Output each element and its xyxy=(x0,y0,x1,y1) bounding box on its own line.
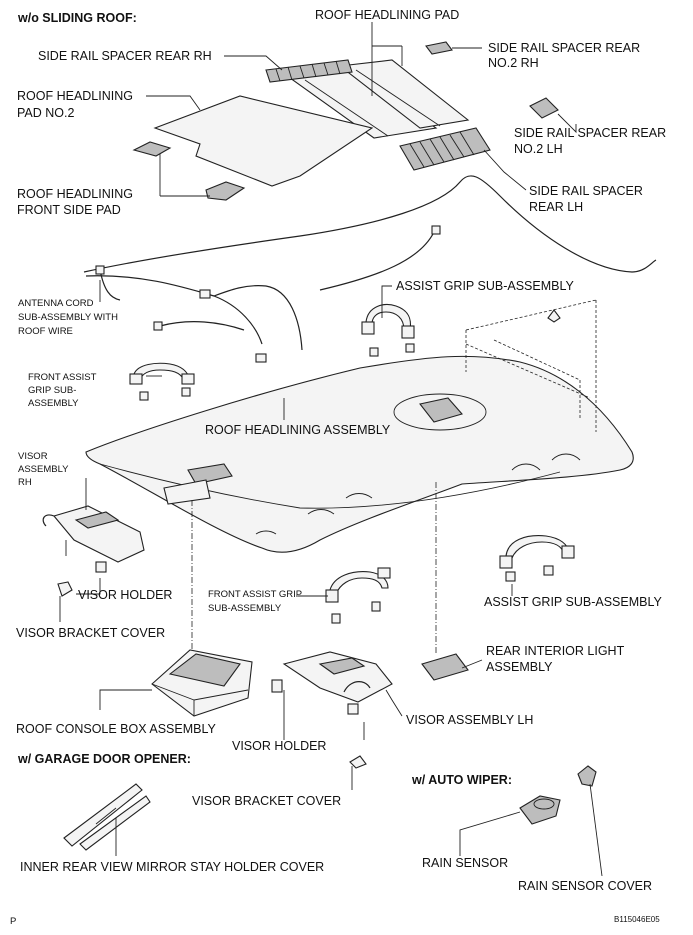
visor-assembly-rh xyxy=(42,505,145,597)
front-assist-grip-left xyxy=(129,362,195,401)
label-roof-headlining-pad: ROOF HEADLINING PAD xyxy=(315,8,459,22)
label-antenna-cord-line2: SUB-ASSEMBLY WITH xyxy=(18,312,118,323)
label-visor-assembly-rh: VISOR xyxy=(18,451,48,462)
assist-grip-right xyxy=(499,535,575,582)
label-front-assist-grip-mid-line2: SUB-ASSEMBLY xyxy=(208,603,282,614)
roof-console-box-assembly xyxy=(151,649,253,717)
label-side-rail-spacer-rear-rh: SIDE RAIL SPACER REAR RH xyxy=(38,49,212,63)
figure-code: B115046E05 xyxy=(614,915,660,924)
section-header-auto-wiper: w/ AUTO WIPER: xyxy=(411,773,512,787)
label-visor-assembly-rh-line3: RH xyxy=(18,477,32,488)
label-roof-headlining-front-side-pad-line2: FRONT SIDE PAD xyxy=(17,203,121,217)
label-rear-interior-light-line2: ASSEMBLY xyxy=(486,660,553,674)
roof-headlining-assembly xyxy=(85,355,634,553)
side-rail-spacer-rear-lh xyxy=(399,127,491,171)
label-antenna-cord: ANTENNA CORD xyxy=(18,298,94,309)
label-visor-assembly-lh: VISOR ASSEMBLY LH xyxy=(406,713,533,727)
rain-sensor xyxy=(519,795,561,825)
label-visor-holder-left: VISOR HOLDER xyxy=(78,588,172,602)
label-antenna-cord-line3: ROOF WIRE xyxy=(18,326,73,337)
label-side-rail-spacer-rear-lh-line2: REAR LH xyxy=(529,200,583,214)
label-visor-bracket-cover-left: VISOR BRACKET COVER xyxy=(16,626,165,640)
label-front-assist-grip-left: FRONT ASSIST xyxy=(28,372,97,383)
label-visor-bracket-cover-mid: VISOR BRACKET COVER xyxy=(192,794,341,808)
roof-headlining-front-side-pad xyxy=(132,141,172,157)
label-front-assist-grip-mid: FRONT ASSIST GRIP xyxy=(208,589,302,600)
label-rain-sensor-cover: RAIN SENSOR COVER xyxy=(518,879,652,893)
label-rain-sensor: RAIN SENSOR xyxy=(422,856,508,870)
side-rail-spacer-rear-no2-rh xyxy=(425,41,453,55)
page-marker: P xyxy=(10,916,16,927)
label-visor-holder-mid: VISOR HOLDER xyxy=(232,739,326,753)
assist-grip-top xyxy=(361,304,415,357)
label-roof-headlining-front-side-pad: ROOF HEADLINING xyxy=(17,187,133,201)
front-assist-grip-mid xyxy=(325,567,391,624)
label-rear-interior-light: REAR INTERIOR LIGHT xyxy=(486,644,625,658)
label-roof-headlining-pad-no2-line2: PAD NO.2 xyxy=(17,106,74,120)
label-inner-rear-view-mirror: INNER REAR VIEW MIRROR STAY HOLDER COVER xyxy=(20,860,324,874)
section-header-garage-door-opener: w/ GARAGE DOOR OPENER: xyxy=(17,752,191,766)
mounting-guide-lines xyxy=(191,299,597,655)
roof-headlining-front-side-pad-2 xyxy=(205,181,246,201)
label-front-assist-grip-left-line3: ASSEMBLY xyxy=(28,398,79,409)
rear-clip xyxy=(547,309,561,323)
label-visor-assembly-rh-line2: ASSEMBLY xyxy=(18,464,69,475)
rear-interior-light-assembly xyxy=(421,653,469,681)
side-rail-spacer-rear-rh xyxy=(265,59,353,83)
antenna-cord-wire xyxy=(83,175,657,363)
side-rail-spacer-rear-no2-lh xyxy=(529,97,559,119)
rain-sensor-cover xyxy=(577,765,597,787)
label-assist-grip-right: ASSIST GRIP SUB-ASSEMBLY xyxy=(484,595,663,609)
label-front-assist-grip-left-line2: GRIP SUB- xyxy=(28,385,76,396)
visor-assembly-lh xyxy=(271,651,393,769)
label-roof-headlining-assembly: ROOF HEADLINING ASSEMBLY xyxy=(205,423,391,437)
label-side-rail-spacer-rear-lh: SIDE RAIL SPACER xyxy=(529,184,643,198)
leader-lines xyxy=(59,22,603,877)
label-roof-console-box: ROOF CONSOLE BOX ASSEMBLY xyxy=(16,722,216,736)
label-side-rail-spacer-rear-no2-rh: SIDE RAIL SPACER REAR xyxy=(488,41,640,55)
label-side-rail-spacer-rear-no2-lh: SIDE RAIL SPACER REAR xyxy=(514,126,666,140)
roof-headlining-pad-no2 xyxy=(153,95,374,187)
label-side-rail-spacer-rear-no2-lh-line2: NO.2 LH xyxy=(514,142,563,156)
section-header-no-sliding-roof: w/o SLIDING ROOF: xyxy=(17,11,137,25)
label-side-rail-spacer-rear-no2-rh-line2: NO.2 RH xyxy=(488,56,539,70)
label-assist-grip-top: ASSIST GRIP SUB-ASSEMBLY xyxy=(396,279,575,293)
label-roof-headlining-pad-no2: ROOF HEADLINING xyxy=(17,89,133,103)
inner-rear-view-mirror-stay-holder-cover xyxy=(63,783,151,851)
